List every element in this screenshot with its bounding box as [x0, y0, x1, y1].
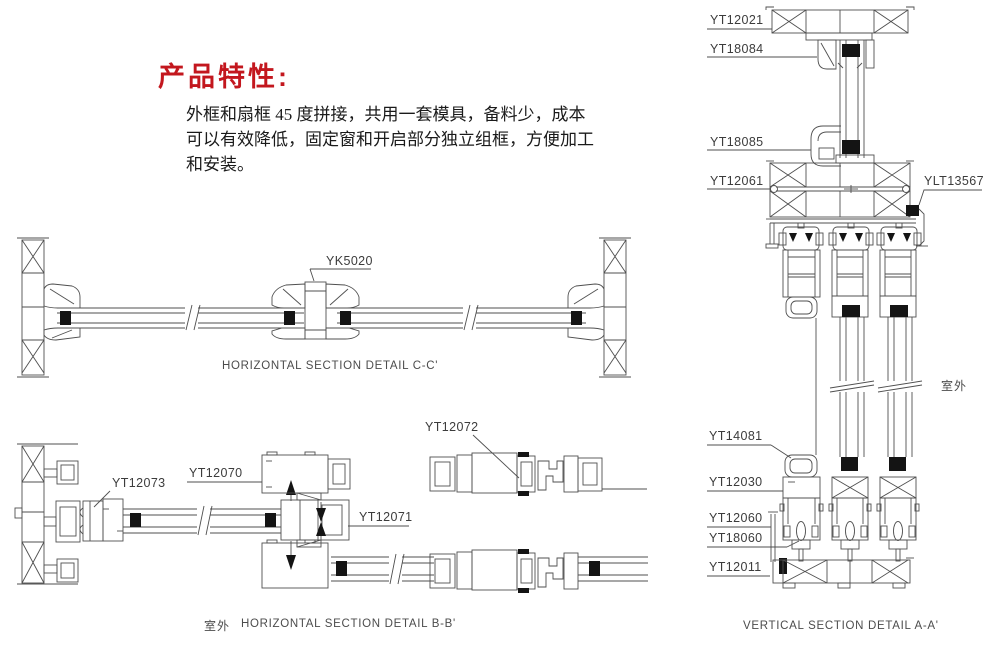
aa-col1-bottom-yt14081: [779, 454, 824, 562]
label-yt12060: YT12060: [709, 511, 763, 525]
bb-left-mullion: [14, 443, 81, 585]
caption-section-aa: VERTICAL SECTION DETAIL A-A': [743, 620, 939, 632]
cc-left-mullion: [17, 237, 49, 378]
description-line: 可以有效降低，固定窗和开启部分独立组框，方便加工: [186, 130, 594, 149]
label-yt12061: YT12061: [710, 174, 764, 188]
label-yk5020: YK5020: [326, 254, 373, 268]
label-yt12071: YT12071: [359, 510, 413, 524]
leader-lines: [93, 28, 982, 577]
aa-bottom-track-yt12011: [768, 511, 914, 589]
product-description: 外框和扇框 45 度拼接，共用一套模具，备料少，成本 可以有效降低，固定窗和开启…: [186, 102, 666, 177]
aa-sash-col2: [828, 249, 875, 562]
label-yt12073: YT12073: [112, 476, 166, 490]
outdoor-label-bb: 室外: [204, 619, 231, 633]
label-yt18084: YT18084: [710, 42, 764, 56]
caption-section-cc: HORIZONTAL SECTION DETAIL C-C': [222, 360, 439, 372]
description-line: 和安装。: [186, 155, 254, 174]
aa-sash-col3: [876, 249, 923, 562]
bb-interlock-yt12071: [280, 492, 350, 548]
bb-slide-arrows: [286, 480, 326, 570]
cc-glazing-left: [57, 304, 304, 331]
aa-screen-panel-col1: [782, 249, 821, 455]
label-yt12070: YT12070: [189, 466, 243, 480]
cc-left-frame-profile: [43, 283, 81, 341]
bb-frame-profile-yt12073: [79, 498, 124, 542]
page-title: 产品特性:: [158, 62, 290, 92]
bb-upper-sash-row: [261, 451, 647, 496]
bb-glazing-middle: [123, 505, 281, 536]
aa-glazing-top: [835, 40, 875, 164]
cc-glazing-right: [337, 304, 586, 331]
cc-right-frame-profile: [567, 283, 605, 341]
label-ylt13567: YLT13567: [924, 174, 984, 188]
label-yt14081: YT14081: [709, 429, 763, 443]
bb-lower-sash-row: [261, 539, 648, 593]
aa-hanger-rail: [765, 218, 916, 249]
description-line: 外框和扇框 45 度拼接，共用一套模具，备料少，成本: [186, 105, 586, 124]
label-yt18085: YT18085: [710, 135, 764, 149]
label-yt18060: YT18060: [709, 531, 763, 545]
aa-profile-yt18085: [810, 125, 841, 167]
cc-center-mullion-yk5020: [271, 281, 360, 340]
label-yt12030: YT12030: [709, 475, 763, 489]
aa-part-ylt13567: [906, 205, 928, 247]
caption-section-bb: HORIZONTAL SECTION DETAIL B-B': [241, 618, 456, 630]
label-yt12011: YT12011: [709, 560, 762, 574]
cc-right-mullion: [599, 237, 631, 378]
aa-hangers: [778, 226, 922, 251]
label-yt12021: YT12021: [710, 13, 764, 27]
outdoor-label-aa: 室外: [941, 379, 968, 393]
label-yt12072: YT12072: [425, 420, 479, 434]
aa-main-beam-yt12061: [766, 160, 914, 220]
aa-top-beam-yt12021: [765, 6, 915, 34]
